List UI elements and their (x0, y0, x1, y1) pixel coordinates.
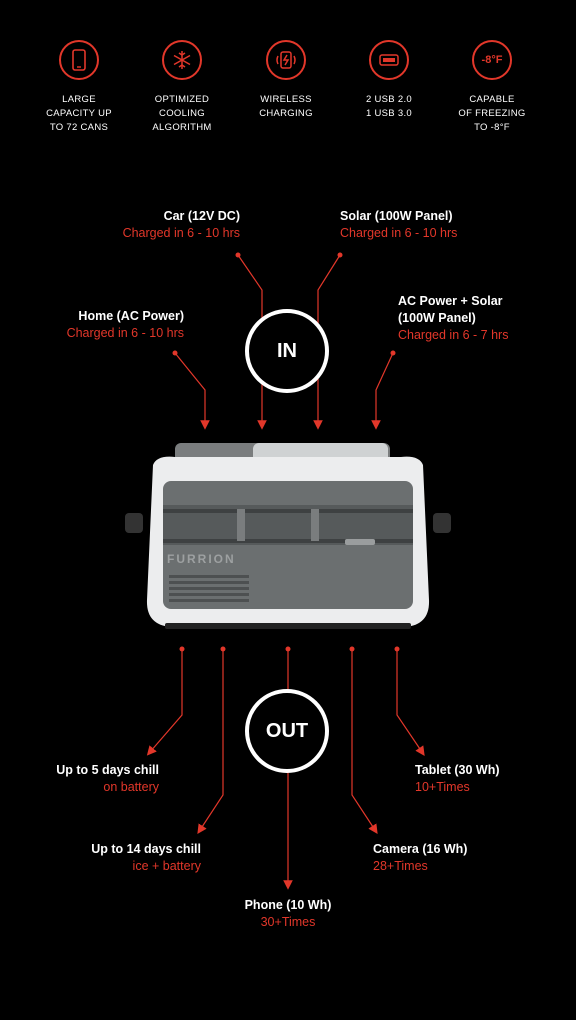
svg-text:FURRION: FURRION (167, 552, 236, 566)
wireless-charging-icon (266, 40, 306, 80)
input-ac-solar-label: AC Power + Solar (100W Panel) Charged in… (398, 294, 509, 342)
feature-label: 2 USB 2.0 1 USB 3.0 (365, 94, 412, 119)
feature-label: LARGE CAPACITY UP TO 72 CANS (46, 94, 112, 133)
temperature-icon: -8°F (472, 40, 512, 80)
snowflake-icon (162, 40, 202, 80)
feature-usb: 2 USB 2.0 1 USB 3.0 (334, 40, 444, 121)
phone-icon (59, 40, 99, 80)
output-camera-label: Camera (16 Wh) 28+Times (373, 842, 468, 873)
output-chill-battery-label: Up to 5 days chill on battery (56, 763, 159, 794)
feature-freezing: -8°F CAPABLE OF FREEZING TO -8°F (437, 40, 547, 135)
output-phone-label: Phone (10 Wh) 30+Times (244, 898, 332, 929)
feature-cooling: OPTIMIZED COOLING ALGORITHM (127, 40, 237, 135)
input-home-label: Home (AC Power) Charged in 6 - 10 hrs (66, 309, 184, 340)
feature-wireless: WIRELESS CHARGING (231, 40, 341, 121)
output-chill-ice-label: Up to 14 days chill ice + battery (91, 842, 201, 873)
feature-label: CAPABLE OF FREEZING TO -8°F (458, 94, 526, 133)
feature-label: WIRELESS CHARGING (259, 94, 313, 119)
input-solar-label: Solar (100W Panel) Charged in 6 - 10 hrs (340, 209, 458, 240)
output-tablet-label: Tablet (30 Wh) 10+Times (415, 763, 500, 794)
feature-capacity: LARGE CAPACITY UP TO 72 CANS (24, 40, 134, 135)
cooler-product-image: FURRION (125, 443, 451, 629)
in-badge: IN (245, 309, 329, 393)
out-badge: OUT (245, 689, 329, 773)
usb-port-icon (369, 40, 409, 80)
feature-label: OPTIMIZED COOLING ALGORITHM (152, 94, 212, 133)
input-car-label: Car (12V DC) Charged in 6 - 10 hrs (122, 209, 240, 240)
